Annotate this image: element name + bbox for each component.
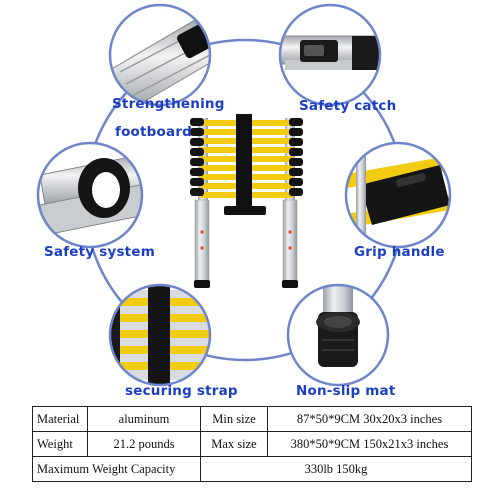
strengthening-footboard-label-line2: footboard	[115, 124, 193, 140]
safety-catch-detail-image	[278, 3, 382, 107]
material-label: Material	[32, 406, 88, 432]
max-size-label: Max size	[200, 431, 268, 457]
ladder-image	[190, 114, 303, 288]
securing-strap-label: securing strap	[125, 383, 238, 399]
safety-system-detail-image	[36, 141, 144, 249]
non-slip-mat-label: Non-slip mat	[296, 383, 396, 399]
min-size-label: Min size	[200, 406, 268, 432]
non-slip-mat-detail-image	[286, 283, 390, 387]
weight-label: Weight	[32, 431, 88, 457]
table-row: Material aluminum Min size 87*50*9CM 30x…	[32, 406, 472, 432]
footboard-detail-image	[108, 3, 212, 107]
strengthening-footboard-label-line1: Strengthening	[112, 96, 225, 112]
table-row: Maximum Weight Capacity 330lb 150kg	[32, 456, 472, 482]
max-weight-capacity-label: Maximum Weight Capacity	[32, 456, 201, 482]
safety-catch-label: Safety catch	[299, 98, 397, 114]
grip-handle-detail-image	[344, 141, 452, 249]
max-size-value: 380*50*9CM 150x21x3 inches	[267, 431, 472, 457]
weight-value: 21.2 pounds	[87, 431, 201, 457]
material-value: aluminum	[87, 406, 201, 432]
table-row: Weight 21.2 pounds Max size 380*50*9CM 1…	[32, 431, 472, 457]
max-weight-capacity-value: 330lb 150kg	[200, 456, 472, 482]
securing-strap-detail-image	[108, 283, 212, 387]
min-size-value: 87*50*9CM 30x20x3 inches	[267, 406, 472, 432]
safety-system-label: Safety system	[44, 244, 155, 260]
grip-handle-label: Grip handle	[354, 244, 445, 260]
spec-table: Material aluminum Min size 87*50*9CM 30x…	[32, 406, 472, 482]
